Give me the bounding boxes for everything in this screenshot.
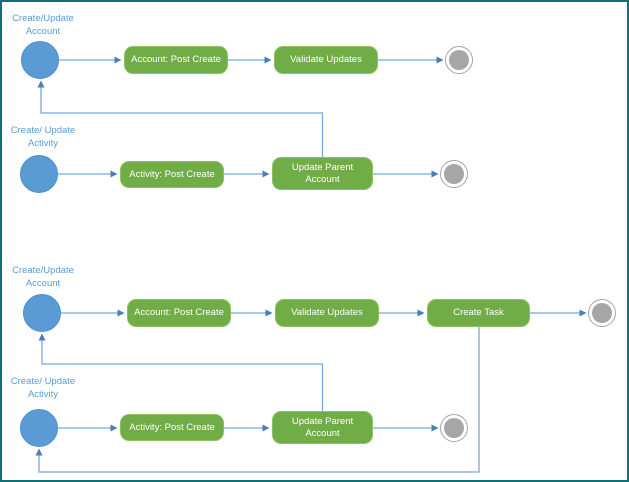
end-event-core-icon [449, 50, 469, 70]
start-label-account-2: Create/Update Account [12, 265, 74, 289]
task-create-task-2: Create Task [427, 299, 530, 327]
task-account-post-create-1: Account: Post Create [124, 46, 228, 74]
end-event-core-icon [592, 303, 612, 323]
end-event-activity-2 [440, 414, 468, 442]
end-event-activity-1 [440, 160, 468, 188]
start-label-activity-1: Create/ Update Activity [10, 125, 76, 149]
start-label-activity-2: Create/ Update Activity [10, 376, 76, 400]
start-event-account-2 [23, 294, 61, 332]
edge-flow2-create-task-to-start-activity-feedback [35, 327, 480, 473]
task-validate-updates-2: Validate Updates [275, 299, 379, 327]
task-activity-post-create-1: Activity: Post Create [120, 161, 224, 188]
start-label-account-1: Create/Update Account [12, 13, 74, 37]
start-event-activity-2 [20, 409, 58, 447]
task-activity-post-create-2: Activity: Post Create [120, 414, 224, 441]
end-event-core-icon [444, 164, 464, 184]
end-event-core-icon [444, 418, 464, 438]
task-validate-updates-1: Validate Updates [274, 46, 378, 74]
end-event-account-2 [588, 299, 616, 327]
end-event-account-1 [445, 46, 473, 74]
start-event-activity-1 [20, 155, 58, 193]
task-update-parent-account-1: Update Parent Account [272, 157, 373, 190]
task-update-parent-account-2: Update Parent Account [272, 411, 373, 444]
edge-flow2-update-parent-to-start-account-feedback [38, 333, 324, 411]
start-event-account-1 [21, 41, 59, 79]
task-account-post-create-2: Account: Post Create [127, 299, 231, 327]
